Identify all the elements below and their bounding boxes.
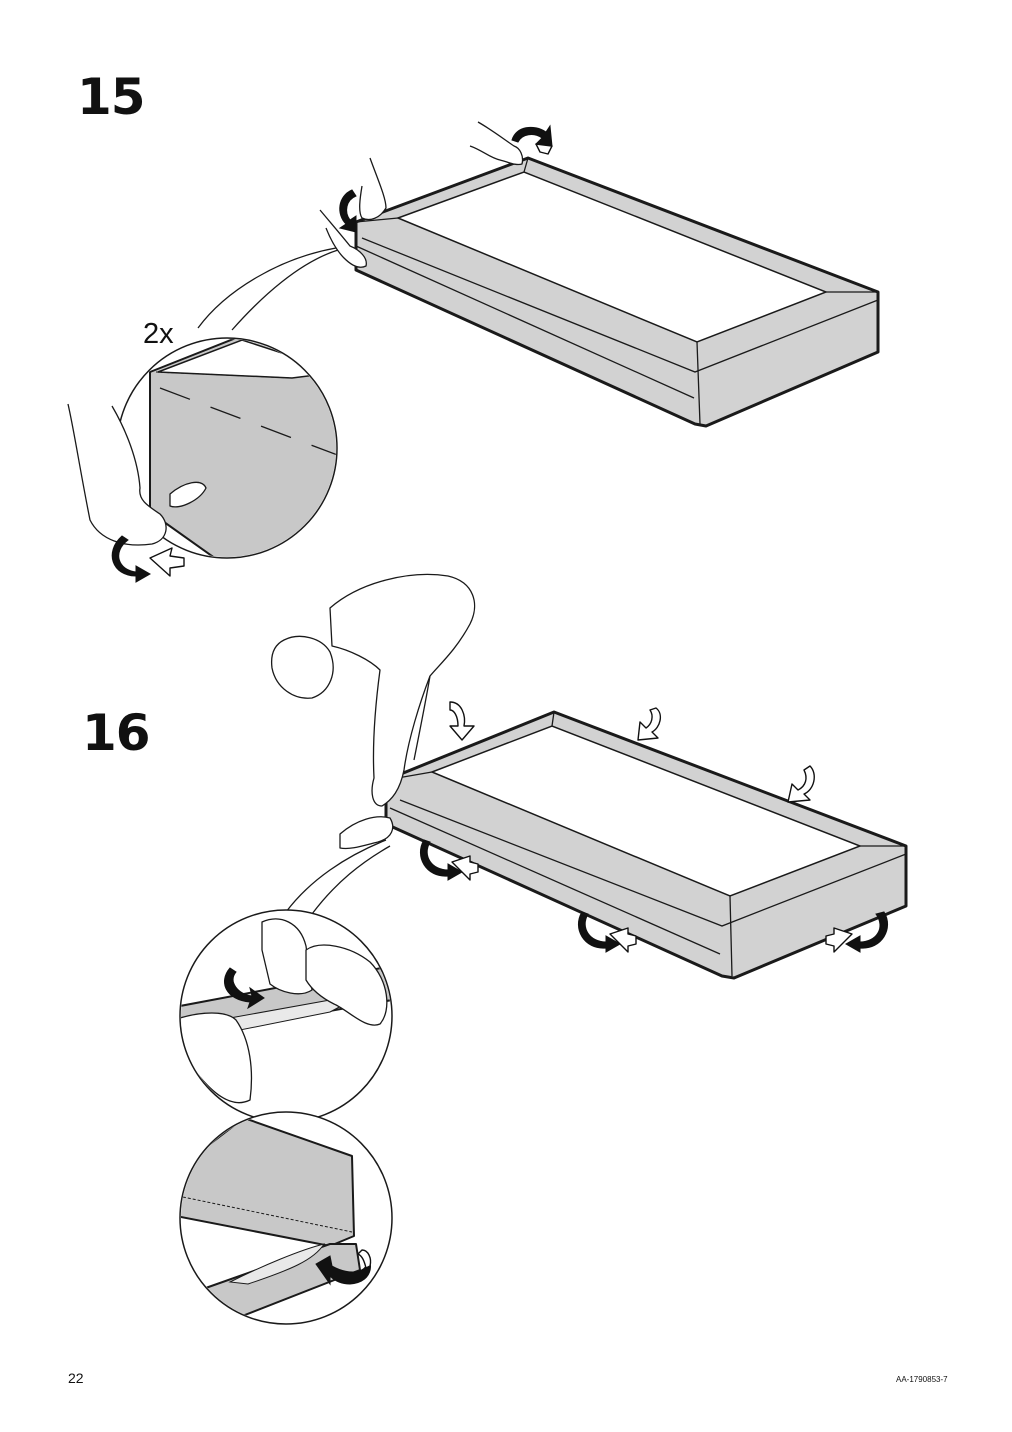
hand-detail-15 bbox=[67, 403, 167, 546]
curved-arrow-icon bbox=[149, 547, 185, 577]
curved-arrow-icon bbox=[111, 535, 152, 583]
arrow-rotate-icon bbox=[419, 839, 464, 881]
mattress-step-15 bbox=[354, 156, 880, 428]
step-number-15: 15 bbox=[77, 68, 146, 126]
detail-circle-step-15 bbox=[116, 337, 338, 559]
curved-arrow-icon bbox=[224, 967, 265, 1010]
arrow-rotate-icon bbox=[338, 189, 357, 233]
step-number-16: 16 bbox=[82, 704, 151, 762]
arrow-rotate-icon bbox=[609, 927, 637, 953]
arrow-rotate-icon bbox=[844, 911, 889, 953]
detail-circle-step-16b bbox=[179, 1111, 393, 1325]
curved-arrow-icon bbox=[357, 1249, 372, 1269]
arrow-rotate-icon bbox=[535, 143, 553, 155]
mattress-step-16 bbox=[384, 710, 908, 980]
arrow-rotate-icon bbox=[511, 124, 553, 147]
curved-arrow-icon bbox=[449, 701, 475, 741]
detail-circle-step-16a bbox=[179, 909, 393, 1123]
person-figure bbox=[270, 573, 476, 850]
hands-step-15 bbox=[319, 121, 524, 268]
arrow-rotate-icon bbox=[825, 927, 853, 953]
arrow-rotate-icon bbox=[451, 855, 479, 881]
page-number: 22 bbox=[68, 1370, 84, 1386]
arrow-rotate-icon bbox=[577, 911, 622, 953]
curved-arrow-icon bbox=[637, 707, 662, 741]
document-code: AA-1790853-7 bbox=[896, 1375, 948, 1384]
curved-arrow-icon bbox=[315, 1249, 371, 1286]
quantity-label: 2x bbox=[143, 318, 174, 350]
curved-arrow-icon bbox=[787, 765, 815, 803]
